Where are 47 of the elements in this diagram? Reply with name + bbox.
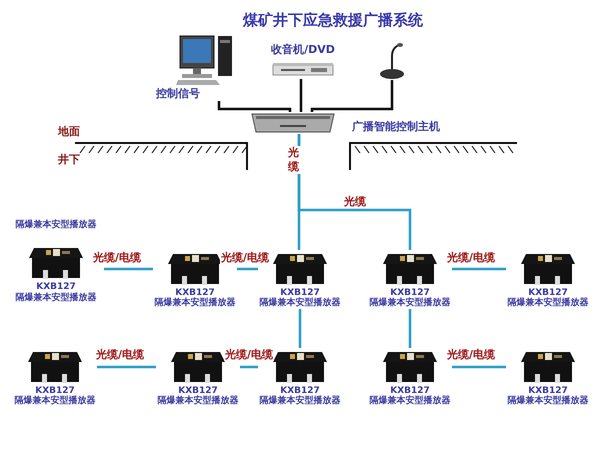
- edge-label: 光缆/电缆: [220, 252, 270, 264]
- device-label: KXB127: [35, 386, 75, 396]
- edge-label: 光缆/电缆: [446, 349, 496, 362]
- device-label: 隔爆兼本安型播放器: [16, 292, 96, 304]
- device-label: 隔爆兼本安型播放器: [154, 298, 236, 309]
- level-label: 地面: [58, 124, 80, 139]
- device-label: KXB127: [280, 288, 320, 298]
- cable-line: [408, 309, 412, 348]
- cable-line: [298, 309, 302, 348]
- device-label: KXB127: [36, 282, 76, 292]
- cable-line: [452, 268, 506, 270]
- signal-line: [310, 80, 394, 112]
- cable-line: [240, 366, 258, 368]
- device-label: 收音机/DVD: [271, 44, 335, 57]
- device-label: 广播智能控制主机: [352, 120, 440, 134]
- device-label: 隔爆兼本安型播放器: [260, 396, 340, 407]
- device-label: 隔爆兼本安型播放器: [14, 396, 96, 407]
- device-label: 控制信号: [156, 88, 200, 101]
- edge-label: 光缆/电缆: [92, 252, 142, 264]
- device-label: 隔爆兼本安型播放器: [16, 220, 96, 230]
- cable-line: [298, 134, 412, 250]
- edge-label: 光缆/电缆: [446, 252, 496, 264]
- cable-line: [452, 366, 506, 368]
- cable-line: [237, 268, 258, 270]
- signal-line: [300, 79, 302, 112]
- level-label: 井下: [58, 152, 80, 167]
- title: 煤矿井下应急救援广播系统: [242, 11, 424, 30]
- device-label: 隔爆兼本安型播放器: [370, 298, 450, 309]
- device-label: 隔爆兼本安型播放器: [260, 298, 340, 309]
- edge-label: 光缆: [287, 146, 301, 174]
- device-label: KXB127: [178, 386, 218, 396]
- device-label: 隔爆兼本安型播放器: [508, 396, 588, 407]
- device-label: 隔爆兼本安型播放器: [508, 298, 588, 309]
- edge-label: 光缆/电缆: [224, 349, 274, 362]
- device-label: KXB127: [390, 288, 430, 298]
- device-label: KXB127: [175, 288, 215, 298]
- signal-line: [218, 101, 292, 112]
- edge-label: 光缆/电缆: [95, 349, 146, 362]
- device-label: KXB127: [528, 288, 568, 298]
- edge-label: 光缆: [343, 196, 367, 208]
- device-label: 隔爆兼本安型播放器: [158, 396, 238, 407]
- device-label: KXB127: [280, 386, 320, 396]
- device-label: KXB127: [390, 386, 430, 396]
- device-label: KXB127: [528, 386, 568, 396]
- cable-line: [97, 366, 156, 368]
- device-label: 隔爆兼本安型播放器: [370, 396, 450, 407]
- cable-line: [104, 268, 153, 270]
